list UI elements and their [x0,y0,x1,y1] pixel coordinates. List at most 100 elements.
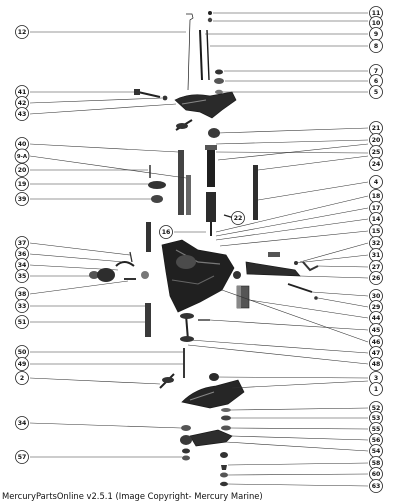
svg-text:31: 31 [372,252,381,259]
knob [209,373,219,381]
callout-3: 3 [369,371,383,385]
callout-10: 10 [369,16,383,30]
svg-text:36: 36 [18,251,27,258]
svg-text:2: 2 [20,375,24,382]
svg-text:33: 33 [18,303,27,310]
callout-12: 12 [15,25,29,39]
svg-text:39: 39 [18,196,27,203]
callout-23b: 23 [372,155,381,162]
svg-text:34: 34 [18,262,27,269]
svg-text:1: 1 [374,386,378,393]
svg-text:5: 5 [374,89,378,96]
svg-text:53: 53 [372,415,381,422]
callout-26: 26 [369,271,383,285]
washer-stack-lower [221,408,231,431]
svg-text:63: 63 [372,483,381,490]
svg-text:3: 3 [374,375,378,382]
svg-text:29: 29 [372,304,381,311]
callout-48: 48 [369,357,383,371]
svg-text:57: 57 [18,454,27,461]
svg-text:12: 12 [18,29,27,36]
shift-rod [186,13,194,91]
callout-25: 25 [369,145,383,159]
svg-text:14: 14 [372,216,381,223]
svg-text:40: 40 [18,141,27,148]
upper-rod [199,29,210,81]
callout-8: 8 [369,39,383,53]
svg-text:7: 7 [374,68,378,75]
svg-text:54: 54 [372,448,381,455]
t-handle [159,373,175,389]
bushing [208,128,220,138]
swivel-bracket-upper [174,91,237,119]
callout-39: 39 [15,192,29,206]
svg-text:16: 16 [162,229,171,236]
parts-artwork [89,11,319,487]
callout-49: 49 [15,357,29,371]
callout-60: 60 [369,467,383,481]
svg-text:19: 19 [18,181,27,188]
svg-text:11: 11 [372,10,381,17]
spool [180,313,210,342]
svg-text:60: 60 [372,471,381,478]
callout-15: 15 [369,224,383,238]
callout-16: 16 [159,225,173,239]
callout-19: 19 [15,177,29,191]
svg-text:27: 27 [372,264,381,271]
callout-50: 50 [15,345,29,359]
svg-text:50: 50 [18,349,27,356]
bottom-fasteners [220,452,228,487]
svg-text:34: 34 [18,420,27,427]
svg-text:42: 42 [18,100,27,107]
callout-54-right: 54 [369,444,383,458]
side-tube [145,222,151,337]
callout-33: 33 [15,299,29,313]
swivel-housing [161,239,235,313]
callout-18: 18 [369,189,383,203]
footer-copyright: (Image Copyright- Mercury Marine) [115,491,263,501]
svg-text:43: 43 [18,111,27,118]
svg-text:20: 20 [372,137,381,144]
svg-text:47: 47 [372,350,381,357]
tube [253,165,258,220]
long-tube [178,150,191,215]
svg-text:37: 37 [18,240,27,247]
callout-37: 37 [15,236,29,250]
left-small-parts [148,165,166,203]
footer-source: MercuryPartsOnline v2.5.1 [2,491,113,501]
lower-lever [180,425,233,447]
svg-text:58: 58 [372,460,381,467]
callout-9a: 9-A [14,148,30,164]
svg-text:20: 20 [18,167,27,174]
svg-text:8: 8 [374,43,378,50]
callout-63: 63 [369,479,383,493]
callout-30: 30 [369,289,383,303]
washer-stack-upper [214,69,224,95]
svg-text:30: 30 [372,293,381,300]
callout-31: 31 [369,248,383,262]
callout-35: 35 [15,269,29,283]
svg-text:55: 55 [372,426,381,433]
callout-45: 45 [369,323,383,337]
callout-23 [370,140,383,153]
svg-text:52: 52 [372,405,381,412]
trim-lever-arm [233,252,319,279]
callout-24: 24 [369,157,383,171]
svg-text:17: 17 [372,205,381,212]
svg-text:44: 44 [372,315,381,322]
svg-text:49: 49 [18,361,27,368]
callout-47: 47 [369,346,383,360]
svg-text:6: 6 [374,78,378,85]
callout-32: 32 [369,236,383,250]
svg-text:18: 18 [372,193,381,200]
callout-14: 14 [369,212,383,226]
tilt-lever [175,119,193,131]
svg-text:26: 26 [372,275,381,282]
callout-20-left: 20 [15,163,29,177]
callout-42: 42 [15,96,29,110]
svg-text:45: 45 [372,327,381,334]
svg-text:56: 56 [372,437,381,444]
swivel-bracket-lower [181,379,245,409]
copyright-footer: MercuryPartsOnline v2.5.1 (Image Copyrig… [2,491,263,501]
callout-1: 1 [369,382,383,396]
